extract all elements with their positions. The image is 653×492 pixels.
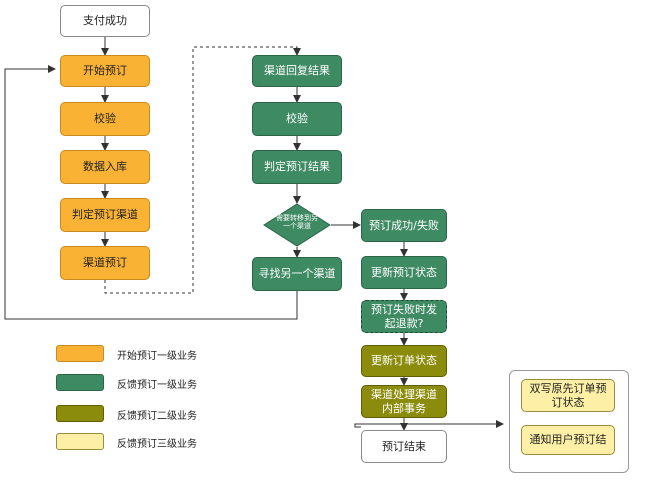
decision-diamond: [263, 203, 331, 247]
node-verify-left: 校验: [60, 102, 150, 136]
arrow-to-side-group: [354, 420, 504, 428]
node-update-status: 更新预订状态: [361, 256, 447, 289]
node-channel-internal: 渠道处理渠道内部事务: [361, 385, 447, 418]
legend-swatch-lightyellow: [56, 433, 104, 450]
node-find-channel: 寻找另一个渠道: [252, 257, 342, 291]
dashed-async-link: [104, 46, 301, 294]
node-channel-booking: 渠道预订: [60, 246, 150, 280]
arrow-loop-back: [4, 65, 298, 320]
legend-swatch-orange: [56, 345, 104, 362]
node-refund-question: 预订失败时发起退款?: [361, 300, 447, 333]
node-booking-end: 预订结束: [361, 430, 447, 463]
node-double-write: 双写原先订单预订状态: [521, 379, 615, 412]
node-pay-success: 支付成功: [60, 5, 150, 37]
node-update-order: 更新订单状态: [361, 345, 447, 377]
legend-label: 反馈预订二级业务: [117, 411, 197, 422]
legend-swatch-olive: [56, 405, 104, 422]
node-decide-channel: 判定预订渠道: [60, 198, 150, 232]
node-booking-result: 预订成功/失败: [361, 209, 447, 242]
legend-label: 反馈预订一级业务: [117, 380, 197, 391]
node-notify-user: 通知用户预订结: [521, 425, 615, 455]
legend-label: 开始预订一级业务: [117, 351, 197, 362]
node-data-store: 数据入库: [60, 150, 150, 184]
legend-swatch-green: [56, 374, 104, 391]
legend-label: 反馈预订三级业务: [117, 439, 197, 450]
decision-text: 需要转移到另一个渠道: [276, 214, 318, 231]
node-decide-result: 判定预订结果: [252, 150, 342, 184]
node-channel-reply: 渠道回复结果: [252, 55, 342, 87]
node-start-booking: 开始预订: [60, 55, 150, 87]
node-verify-right: 校验: [252, 102, 342, 136]
